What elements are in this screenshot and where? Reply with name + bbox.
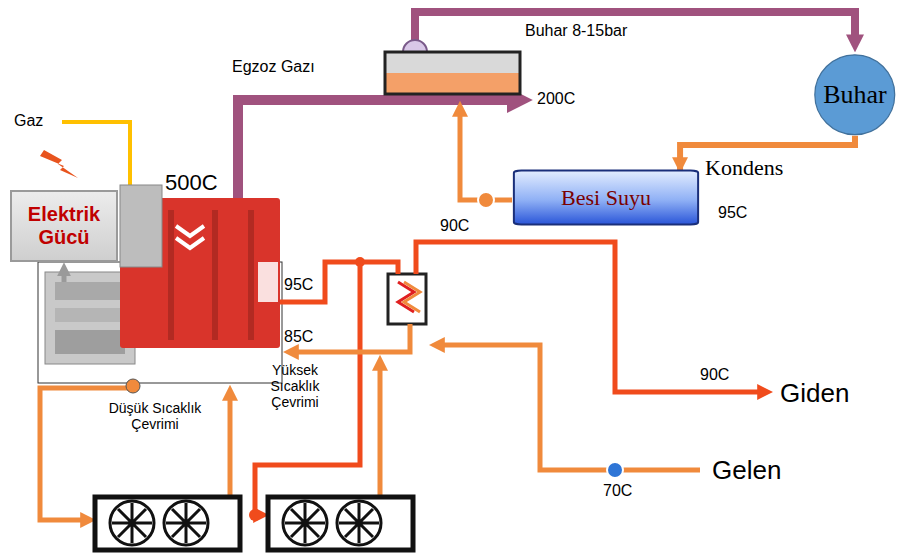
node-text: Besi Suyu	[561, 185, 651, 211]
value-label: Yüksek Sıcaklık Çevrimi	[254, 362, 336, 410]
value-label: 70C	[603, 482, 632, 500]
node-text: Buhar	[823, 80, 887, 110]
value-label: Gelen	[712, 455, 781, 486]
feed-water-line-part	[478, 192, 494, 208]
hot-water-lines	[249, 242, 762, 521]
hot-water-lines-part	[249, 509, 261, 521]
cooling-fan-part	[112, 503, 152, 543]
value-label: Kondens	[705, 155, 783, 181]
value-label: 85C	[284, 328, 313, 346]
engine-part	[176, 226, 204, 236]
engine-part	[248, 210, 254, 340]
cooling-fan-part	[283, 501, 327, 545]
heat-exchanger	[388, 274, 426, 324]
engine-part	[168, 210, 174, 340]
exhaust-boiler	[385, 40, 520, 94]
return-water-lines-part	[378, 366, 383, 497]
tank-body	[514, 171, 698, 225]
value-label: Egzoz Gazı	[232, 58, 315, 76]
power-box: Elektrik Gücü	[10, 190, 118, 262]
cooling-fan-part	[285, 503, 325, 543]
engine-part	[55, 330, 125, 354]
engine-part	[55, 308, 125, 322]
cooling-fan-part	[268, 497, 413, 550]
power-arrow-part	[62, 272, 67, 282]
circle-fill	[815, 55, 895, 135]
value-label: Buhar 8-15bar	[525, 22, 627, 40]
cooling-fan-part	[95, 497, 240, 550]
cooling-fan-part	[337, 501, 381, 545]
value-label: Gaz	[14, 112, 43, 130]
value-label: 200C	[537, 90, 575, 108]
cooling-fan	[268, 497, 413, 550]
exhaust-boiler-part	[385, 73, 520, 94]
value-label: 500C	[165, 170, 218, 196]
cooling-fan-part	[110, 501, 154, 545]
value-label: 90C	[700, 366, 729, 384]
hot-water-lines-part	[416, 242, 762, 392]
engine-part	[55, 282, 125, 300]
engine-part	[120, 185, 162, 267]
gas-line	[62, 122, 130, 186]
hot-water-lines-part	[280, 262, 398, 302]
exhaust-boiler-part	[385, 52, 520, 73]
value-label: 95C	[718, 204, 747, 222]
lightning-icon-part	[40, 150, 78, 178]
low-temp-loop-part	[126, 379, 140, 393]
steam-line	[415, 12, 855, 44]
exhaust-boiler-part	[403, 40, 427, 52]
heat-exchanger-part	[404, 282, 420, 312]
hot-water-lines-part	[255, 262, 360, 515]
feed-water-line	[460, 112, 512, 208]
feed-water-tank: Besi Suyu	[512, 170, 700, 225]
steam-line-part	[415, 12, 855, 44]
cooling-fan-part	[166, 503, 206, 543]
cooling-fan-part	[164, 501, 208, 545]
return-water-lines-part	[440, 345, 700, 470]
steam-drum: Buhar	[814, 54, 896, 136]
feed-water-line-part	[460, 112, 512, 200]
lightning-icon	[40, 150, 78, 178]
engine-part	[212, 210, 218, 340]
engine-part	[176, 238, 204, 248]
value-label: 95C	[284, 276, 313, 294]
return-water-lines	[294, 324, 700, 497]
node-text: Elektrik Gücü	[16, 203, 112, 249]
cooling-fan-part	[339, 503, 379, 543]
cooling-fan	[95, 497, 240, 550]
low-temp-loop-part	[228, 396, 233, 497]
engine-part	[258, 262, 278, 302]
value-label: 90C	[440, 217, 469, 235]
power-arrow	[64, 272, 65, 282]
heat-exchanger-part	[388, 274, 426, 324]
return-water-lines-part	[607, 462, 623, 478]
value-label: Düşük Sıcaklık Çevrimi	[96, 400, 214, 432]
value-label: Giden	[780, 378, 849, 409]
exhaust-boiler-part	[385, 52, 520, 94]
gas-line-part	[62, 122, 130, 186]
